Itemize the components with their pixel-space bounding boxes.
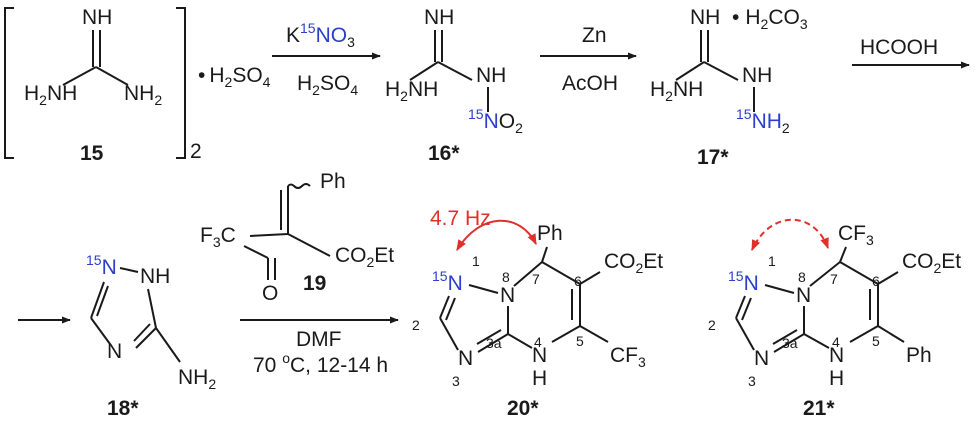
- svg-text:3a: 3a: [486, 335, 502, 351]
- c16-amine: H2NH: [385, 78, 438, 104]
- svg-text:8: 8: [502, 269, 510, 285]
- svg-text:1: 1: [472, 253, 480, 269]
- c17-hydrazine-nh: NH: [742, 64, 772, 87]
- compound-16: NH H2NH NH 15NO2 16*: [385, 6, 523, 165]
- c17-amine: H2NH: [650, 78, 703, 104]
- c18-n3: N: [107, 340, 122, 363]
- compound-21: CF3 15N N CO2Et Ph N H N 1 2 3 3a 4 5 6: [708, 218, 961, 420]
- step1-reagent-kno3: K15NO3: [286, 20, 355, 50]
- c18-amine: NH2: [178, 366, 216, 392]
- step3-reagent-hcooh: HCOOH: [860, 36, 938, 59]
- step3-arrow: HCOOH: [852, 36, 970, 69]
- c16-hydrazide-nh: NH: [476, 64, 506, 87]
- svg-text:4: 4: [832, 334, 840, 350]
- svg-text:7: 7: [532, 271, 540, 287]
- compound-20: 4.7 Hz Ph 15N N CO2Et CF3 N H N 1 2 3 3a…: [412, 207, 663, 420]
- c15-left-amine: H2NH: [24, 82, 77, 108]
- step2-reagent-zn: Zn: [582, 24, 607, 47]
- left-bracket: [4, 7, 14, 159]
- compound-number-21: 21*: [803, 397, 835, 420]
- svg-text:2: 2: [412, 317, 420, 333]
- compound-number-19: 19: [303, 272, 326, 295]
- step4-conditions: 70 oC, 12-14 h: [253, 350, 388, 377]
- svg-text:4: 4: [534, 334, 542, 350]
- c21-n8: N: [796, 284, 811, 307]
- svg-text:5: 5: [576, 333, 584, 349]
- c20-phenyl: Ph: [537, 222, 563, 245]
- c21-n4: N: [829, 344, 844, 367]
- c21-n3: N: [754, 347, 769, 370]
- c21-noe-arrow: [751, 218, 829, 252]
- compound-18: 15N NH N NH2 18*: [86, 252, 216, 420]
- step4-arrow: DMF 70 oC, 12-14 h: [240, 316, 399, 377]
- c21-n1: 15N: [728, 268, 759, 295]
- step2-reagent-acoh: AcOH: [562, 72, 618, 95]
- svg-text:3: 3: [748, 373, 756, 389]
- c18-n1: 15N: [86, 252, 117, 279]
- c20-trifluoromethyl: CF3: [610, 344, 646, 370]
- c21-n4-h: H: [829, 367, 844, 390]
- c20-coupling-constant: 4.7 Hz: [430, 207, 491, 230]
- compound-number-18: 18*: [107, 397, 139, 420]
- compound-number-20: 20*: [507, 397, 539, 420]
- svg-text:3a: 3a: [782, 335, 798, 351]
- c20-n1: 15N: [432, 268, 463, 295]
- c19-trifluoromethyl: F3C: [200, 224, 236, 250]
- c20-coupling-arrow: [456, 219, 537, 251]
- c19-wavy-bond: [287, 183, 311, 189]
- svg-text:7: 7: [830, 271, 838, 287]
- c19-ketone-o: O: [262, 282, 278, 305]
- c21-phenyl: Ph: [906, 344, 932, 367]
- c20-n4: N: [532, 344, 547, 367]
- compound-number-15: 15: [80, 142, 104, 165]
- c15-bracket-index: 2: [190, 140, 202, 163]
- c17-imine-nh: NH: [690, 6, 720, 29]
- svg-text:3: 3: [452, 373, 460, 389]
- step1-reagent-h2so4: H2SO4: [297, 72, 358, 98]
- c16-nitro: 15NO2: [468, 106, 523, 136]
- step4-solvent: DMF: [296, 328, 342, 351]
- c21-ester: CO2Et: [902, 250, 961, 276]
- svg-text:6: 6: [574, 273, 582, 289]
- c20-n4-h: H: [532, 367, 547, 390]
- c17-terminal-amine: 15NH2: [736, 106, 790, 136]
- c20-ring-numbering: 1 2 3 3a 4 5 6 7 8: [412, 253, 584, 389]
- step1-arrow: K15NO3 H2SO4: [272, 20, 381, 98]
- c17-salt: •H2CO3: [732, 6, 808, 32]
- compound-number-16: 16*: [428, 142, 460, 165]
- svg-text:1: 1: [768, 253, 776, 269]
- c21-trifluoromethyl: CF3: [838, 222, 874, 248]
- compound-15: NH H2NH NH2 2 •H2SO4 15: [4, 6, 271, 165]
- c20-n8: N: [500, 284, 515, 307]
- svg-text:6: 6: [872, 273, 880, 289]
- svg-text:8: 8: [798, 269, 806, 285]
- c20-ester: CO2Et: [604, 250, 663, 276]
- c15-right-amine: NH2: [124, 82, 162, 108]
- right-bracket: [176, 7, 186, 159]
- c19-ester: CO2Et: [335, 244, 394, 270]
- compound-17: NH •H2CO3 H2NH NH 15NH2 17*: [650, 6, 808, 169]
- c21-ring-numbering: 1 2 3 3a 4 5 6 7 8: [708, 253, 880, 389]
- compound-number-17: 17*: [697, 146, 729, 169]
- c20-n3: N: [458, 347, 473, 370]
- c19-phenyl: Ph: [320, 170, 346, 193]
- step2-arrow: Zn AcOH: [540, 24, 637, 95]
- svg-text:5: 5: [872, 333, 880, 349]
- compound-19: Ph F3C O CO2Et 19: [200, 170, 394, 305]
- c16-imine-nh: NH: [424, 6, 454, 29]
- c18-nh: NH: [140, 265, 170, 288]
- c15-salt: •H2SO4: [198, 64, 271, 90]
- svg-text:2: 2: [708, 317, 716, 333]
- c15-imine-nh: NH: [82, 6, 112, 29]
